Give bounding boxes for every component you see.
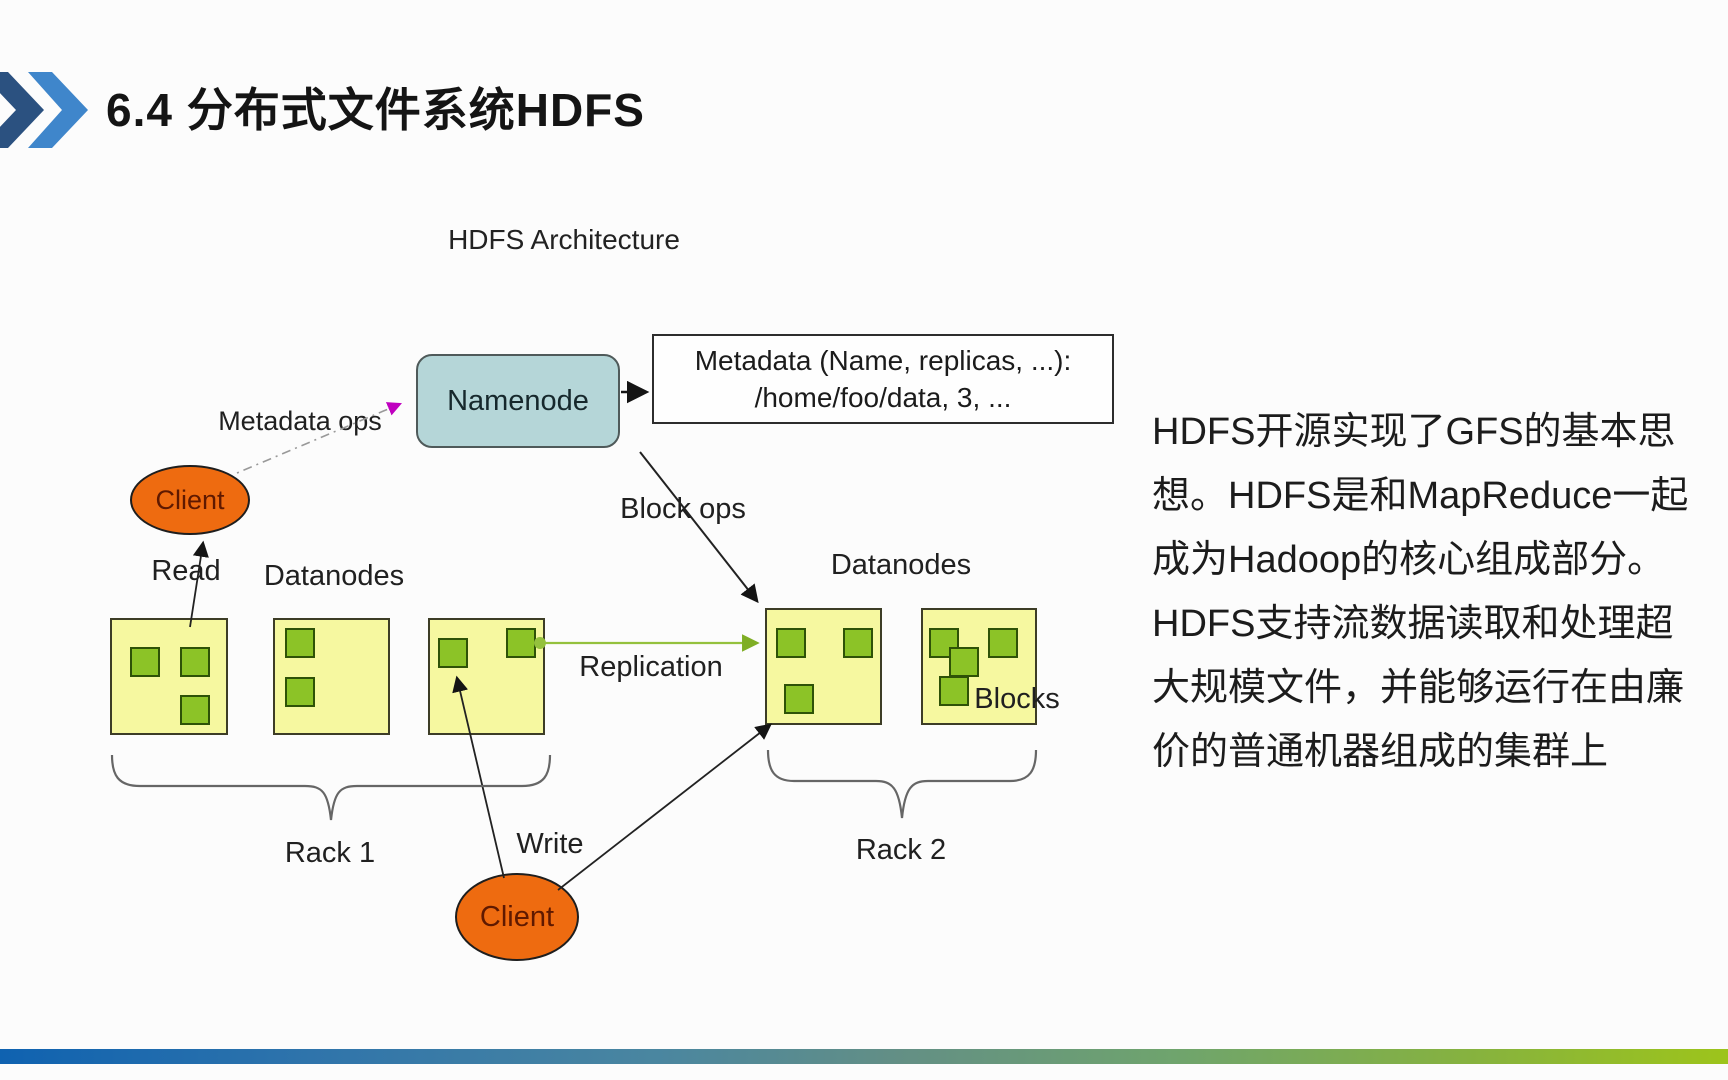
block-square	[180, 695, 210, 725]
metadata-line2: /home/foo/data, 3, ...	[754, 382, 1012, 413]
block-square	[285, 628, 315, 658]
datanode-box-r1-1	[110, 618, 228, 735]
read-label: Read	[151, 555, 221, 587]
description-line: 价的普通机器组成的集群上	[1152, 731, 1609, 773]
metadata-box: Metadata (Name, replicas, ...): /home/fo…	[652, 334, 1114, 424]
rack2-brace	[766, 749, 1038, 819]
metadata-line1: Metadata (Name, replicas, ...):	[694, 345, 1072, 376]
page-title: 6.4 分布式文件系统HDFS	[106, 84, 645, 136]
rack1-label: Rack 1	[284, 837, 376, 869]
client-top-ellipse: Client	[130, 465, 250, 535]
description-line: 想。HDFS是和MapReduce一起	[1152, 475, 1689, 517]
block-square	[776, 628, 806, 658]
description-text: HDFS开源实现了GFS的基本思 想。HDFS是和MapReduce一起 成为H…	[1152, 400, 1688, 784]
datanode-box-r2-1	[765, 608, 882, 725]
chevron-light-icon	[28, 72, 88, 148]
description-line: HDFS开源实现了GFS的基本思	[1152, 411, 1676, 453]
block-square	[949, 647, 979, 677]
chevron-dark-icon	[0, 72, 44, 148]
datanodes-right-label: Datanodes	[830, 549, 972, 581]
client-rack2-arrow	[557, 723, 772, 891]
metadata-ops-label: Metadata ops	[218, 406, 382, 436]
block-square	[130, 647, 160, 677]
block-square	[438, 638, 468, 668]
client-bottom-ellipse: Client	[455, 873, 579, 961]
namenode-box: Namenode	[416, 354, 620, 448]
block-square	[506, 628, 536, 658]
block-square	[843, 628, 873, 658]
footer-gradient-bar	[0, 1049, 1728, 1064]
block-square	[988, 628, 1018, 658]
datanode-box-r2-2	[921, 608, 1037, 725]
block-square	[285, 677, 315, 707]
block-ops-arrow	[639, 451, 759, 604]
block-square	[784, 684, 814, 714]
client-top-label: Client	[155, 484, 225, 515]
title-chevrons-icon	[0, 72, 88, 148]
client-bottom-label: Client	[479, 900, 555, 933]
namenode-label: Namenode	[447, 384, 589, 417]
replication-label: Replication	[579, 651, 723, 683]
rack1-brace	[110, 754, 552, 821]
description-line: 大规模文件，并能够运行在由廉	[1152, 667, 1685, 709]
write-label: Write	[516, 828, 584, 860]
block-ops-label: Block ops	[620, 493, 746, 525]
rack2-label: Rack 2	[855, 834, 947, 866]
description-line: 成为Hadoop的核心组成部分。	[1152, 539, 1666, 581]
block-square	[180, 647, 210, 677]
block-square	[939, 676, 969, 706]
blocks-label: Blocks	[974, 683, 1060, 715]
diagram-title: HDFS Architecture	[448, 224, 680, 255]
datanodes-left-label: Datanodes	[263, 560, 405, 592]
description-line: HDFS支持流数据读取和处理超	[1152, 603, 1674, 645]
